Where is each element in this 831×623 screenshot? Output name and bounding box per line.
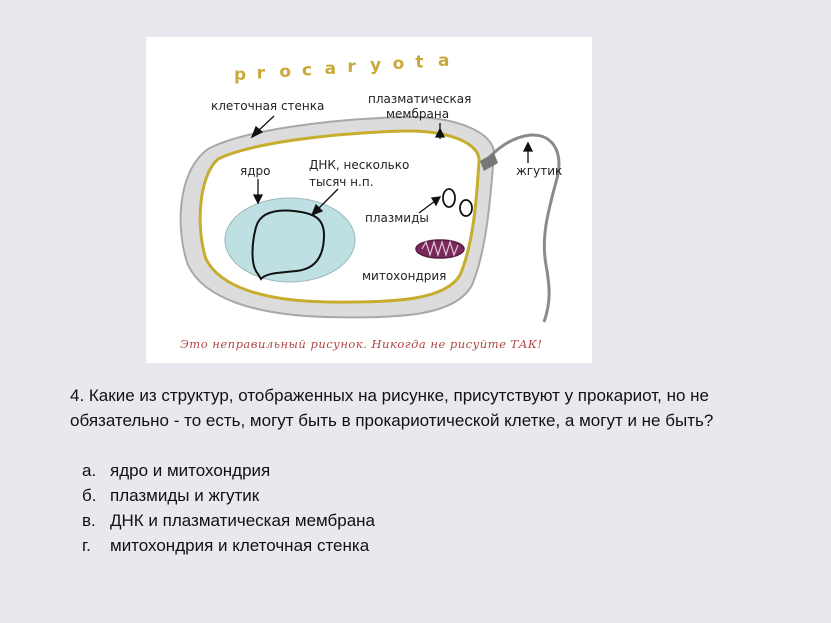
answer-option-a[interactable]: а. ядро и митохондрия <box>82 458 375 483</box>
diagram-title-letter: p <box>234 65 246 85</box>
label-cell-wall: клеточная стенка <box>211 99 324 113</box>
arrowhead-nucleus <box>252 194 264 205</box>
label-dna-1: ДНК, несколько <box>309 158 409 172</box>
answer-option-v[interactable]: в. ДНК и плазматическая мембрана <box>82 508 375 533</box>
answer-options: а. ядро и митохондрия б. плазмиды и жгутик… <box>82 458 375 558</box>
arrowhead-plasmids <box>430 196 442 207</box>
pointer-arrows <box>250 115 534 217</box>
option-text: ДНК и плазматическая мембрана <box>110 511 376 530</box>
option-text: плазмиды и жгутик <box>110 486 260 505</box>
diagram-title-letter: a <box>325 59 336 79</box>
arrow-dna <box>317 188 339 210</box>
nucleus <box>224 197 356 283</box>
option-text: митохондрия и клеточная стенка <box>110 536 370 555</box>
flagellum-base <box>480 153 498 171</box>
label-nucleus: ядро <box>240 164 270 178</box>
option-text: ядро и митохондрия <box>110 461 271 480</box>
arrow-plasmids <box>418 200 436 214</box>
diagram-title-letter: a <box>438 51 449 71</box>
dna-loop <box>251 209 326 281</box>
arrowhead-plasma-membrane <box>434 127 446 138</box>
diagram-caption: Это неправильный рисунок. Никогда не рис… <box>180 337 542 351</box>
plasmid-2 <box>459 199 473 217</box>
arrow-cell-wall <box>257 115 275 132</box>
arrowhead-flagellum <box>522 141 534 152</box>
diagram-title-letter: c <box>302 60 312 80</box>
plasmid-1 <box>442 188 456 208</box>
answer-option-b[interactable]: б. плазмиды и жгутик <box>82 483 375 508</box>
option-letter: б. <box>82 486 97 505</box>
flagellum <box>480 133 561 323</box>
question-text: 4. Какие из структур, отображенных на ри… <box>70 386 714 430</box>
option-letter: в. <box>82 511 96 530</box>
label-dna-2: тысяч н.п. <box>309 175 374 189</box>
label-plasma-membrane-2: мембрана <box>386 107 449 121</box>
question-block: 4. Какие из структур, отображенных на ри… <box>70 383 770 433</box>
diagram-title-letter: o <box>279 62 291 82</box>
label-mitochondria: митохондрия <box>362 269 446 283</box>
arrowhead-dna <box>310 203 324 217</box>
label-flagellum: жгутик <box>516 164 562 178</box>
option-letter: а. <box>82 461 97 480</box>
mitochondrion-cristae <box>421 239 459 258</box>
diagram-title-letter: r <box>347 57 356 77</box>
diagram-title-letter: r <box>257 63 266 83</box>
diagram-title-letter: y <box>370 56 381 76</box>
label-plasma-membrane-1: плазматическая <box>368 92 471 106</box>
option-letter: г. <box>82 536 91 555</box>
answer-option-g[interactable]: г. митохондрия и клеточная стенка <box>82 533 375 558</box>
diagram-title-letter: o <box>393 54 405 74</box>
diagram-title-letter: t <box>415 53 423 73</box>
label-plasmids: плазмиды <box>365 211 429 225</box>
arrowhead-cell-wall <box>250 125 264 139</box>
